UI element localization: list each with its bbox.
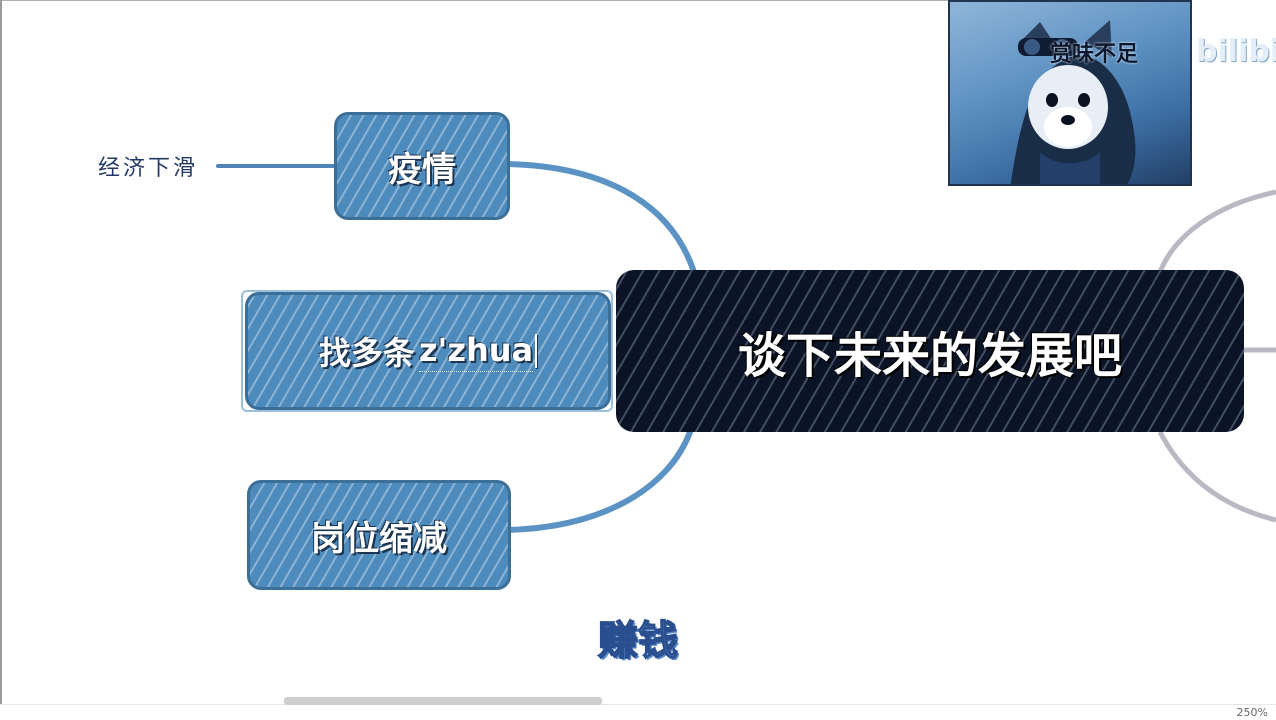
horizontal-scrollbar[interactable]	[0, 704, 1276, 720]
topic-economic-decline[interactable]: 经济下滑	[98, 156, 199, 181]
topic-editing-input[interactable]: 找多条 z'zhua	[245, 292, 611, 410]
bilibili-watermark: bilibili	[1196, 34, 1276, 69]
topic-editing-committed: 找多条	[318, 334, 415, 372]
red-panda-mascot-image	[1010, 20, 1136, 184]
connector-central-to-jobcut	[503, 429, 693, 533]
window-top-border	[0, 0, 948, 1]
window-left-border	[0, 0, 2, 720]
topic-job-cuts[interactable]: 岗位缩减	[247, 480, 511, 590]
zoom-level[interactable]: 250%	[1236, 706, 1268, 719]
topic-editing-text[interactable]: 找多条 z'zhua	[318, 328, 538, 374]
horizontal-scrollbar-thumb[interactable]	[284, 697, 602, 705]
connector-central-to-right-upper	[1157, 189, 1276, 273]
video-subtitle: 赚钱	[597, 617, 679, 665]
ime-composition-text: z'zhua	[418, 331, 534, 372]
topic-job-cuts-label: 岗位缩减	[311, 518, 447, 559]
webcam-caption: 赏味不足	[1050, 42, 1139, 67]
central-topic[interactable]: 谈下未来的发展吧	[616, 270, 1244, 432]
text-caret	[535, 334, 538, 368]
central-topic-label: 谈下未来的发展吧	[737, 328, 1122, 384]
topic-epidemic-label: 疫情	[388, 149, 456, 190]
topic-epidemic[interactable]: 疫情	[334, 112, 510, 220]
connector-central-to-right-lower	[1157, 430, 1276, 523]
webcam-overlay: 赏味不足	[948, 0, 1192, 186]
connector-central-to-epidemic	[503, 161, 697, 275]
topic-edit-selection-frame	[241, 290, 613, 412]
